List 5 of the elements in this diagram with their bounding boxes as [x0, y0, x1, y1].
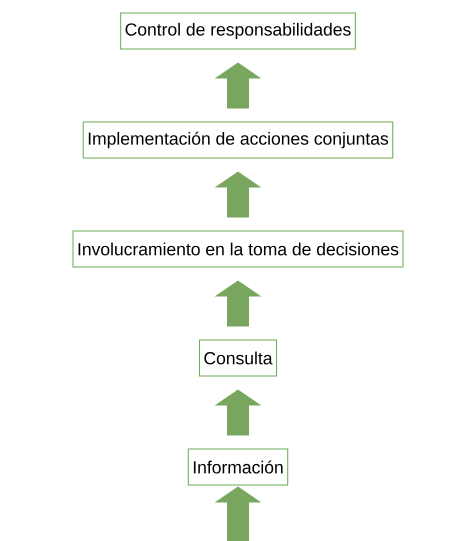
text-box: Consulta: [198, 340, 278, 376]
text-box: Involucramiento en la toma de decisiones: [72, 230, 404, 268]
text-box: Control de responsabilidades: [120, 12, 356, 50]
text-box: Información: [188, 448, 288, 486]
text-box: Implementación de acciones conjuntas: [82, 122, 394, 158]
